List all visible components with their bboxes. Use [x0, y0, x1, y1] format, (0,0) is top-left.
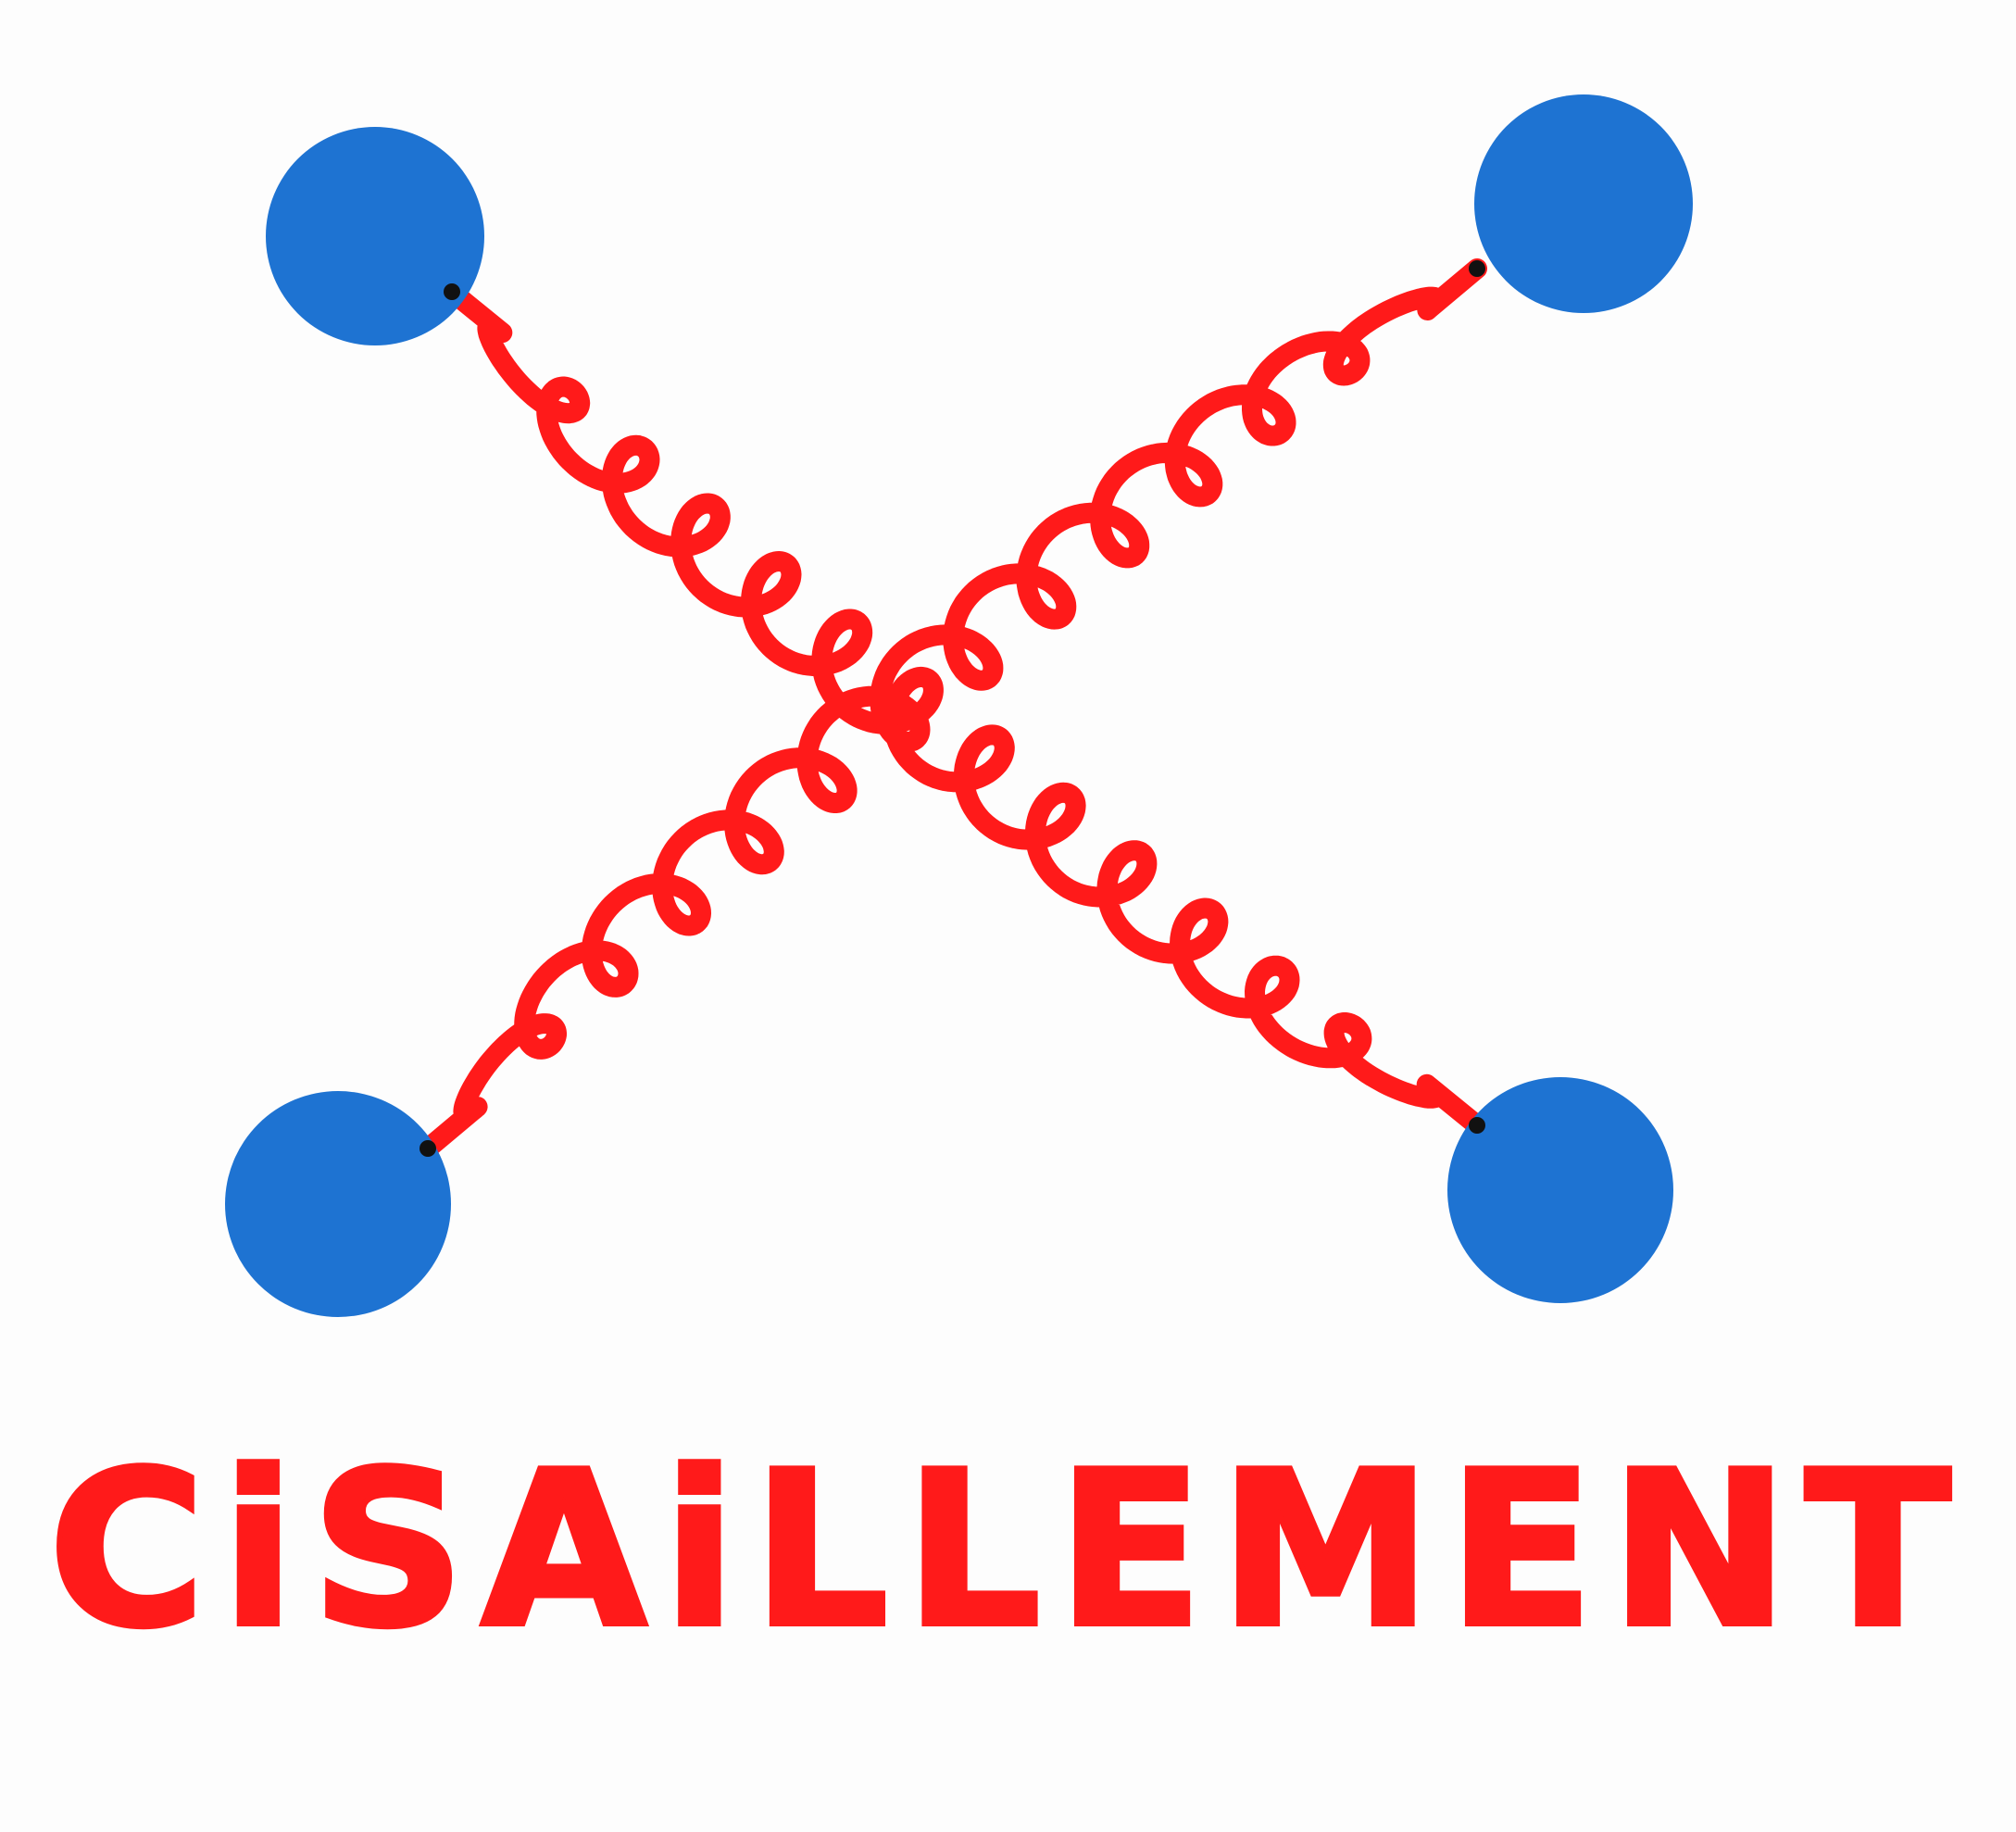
atom-top-left-attachment-point	[444, 283, 460, 300]
atom-top-right	[1474, 94, 1693, 313]
atom-bottom-right	[1447, 1077, 1673, 1303]
spring-top-left-to-bottom-right	[442, 282, 1487, 1136]
atom-top-right-attachment-point	[1469, 260, 1485, 277]
caption-text: CiSAiLLEMENT	[46, 1427, 1968, 1675]
atoms-group	[225, 94, 1693, 1317]
atom-bottom-left	[225, 1091, 451, 1317]
atom-top-left	[266, 127, 484, 345]
atom-bottom-right-attachment-point	[1469, 1117, 1485, 1134]
atom-bottom-left-attachment-point	[419, 1140, 436, 1157]
springs-group	[418, 258, 1487, 1159]
spring-top-right-to-bottom-left	[418, 258, 1487, 1159]
